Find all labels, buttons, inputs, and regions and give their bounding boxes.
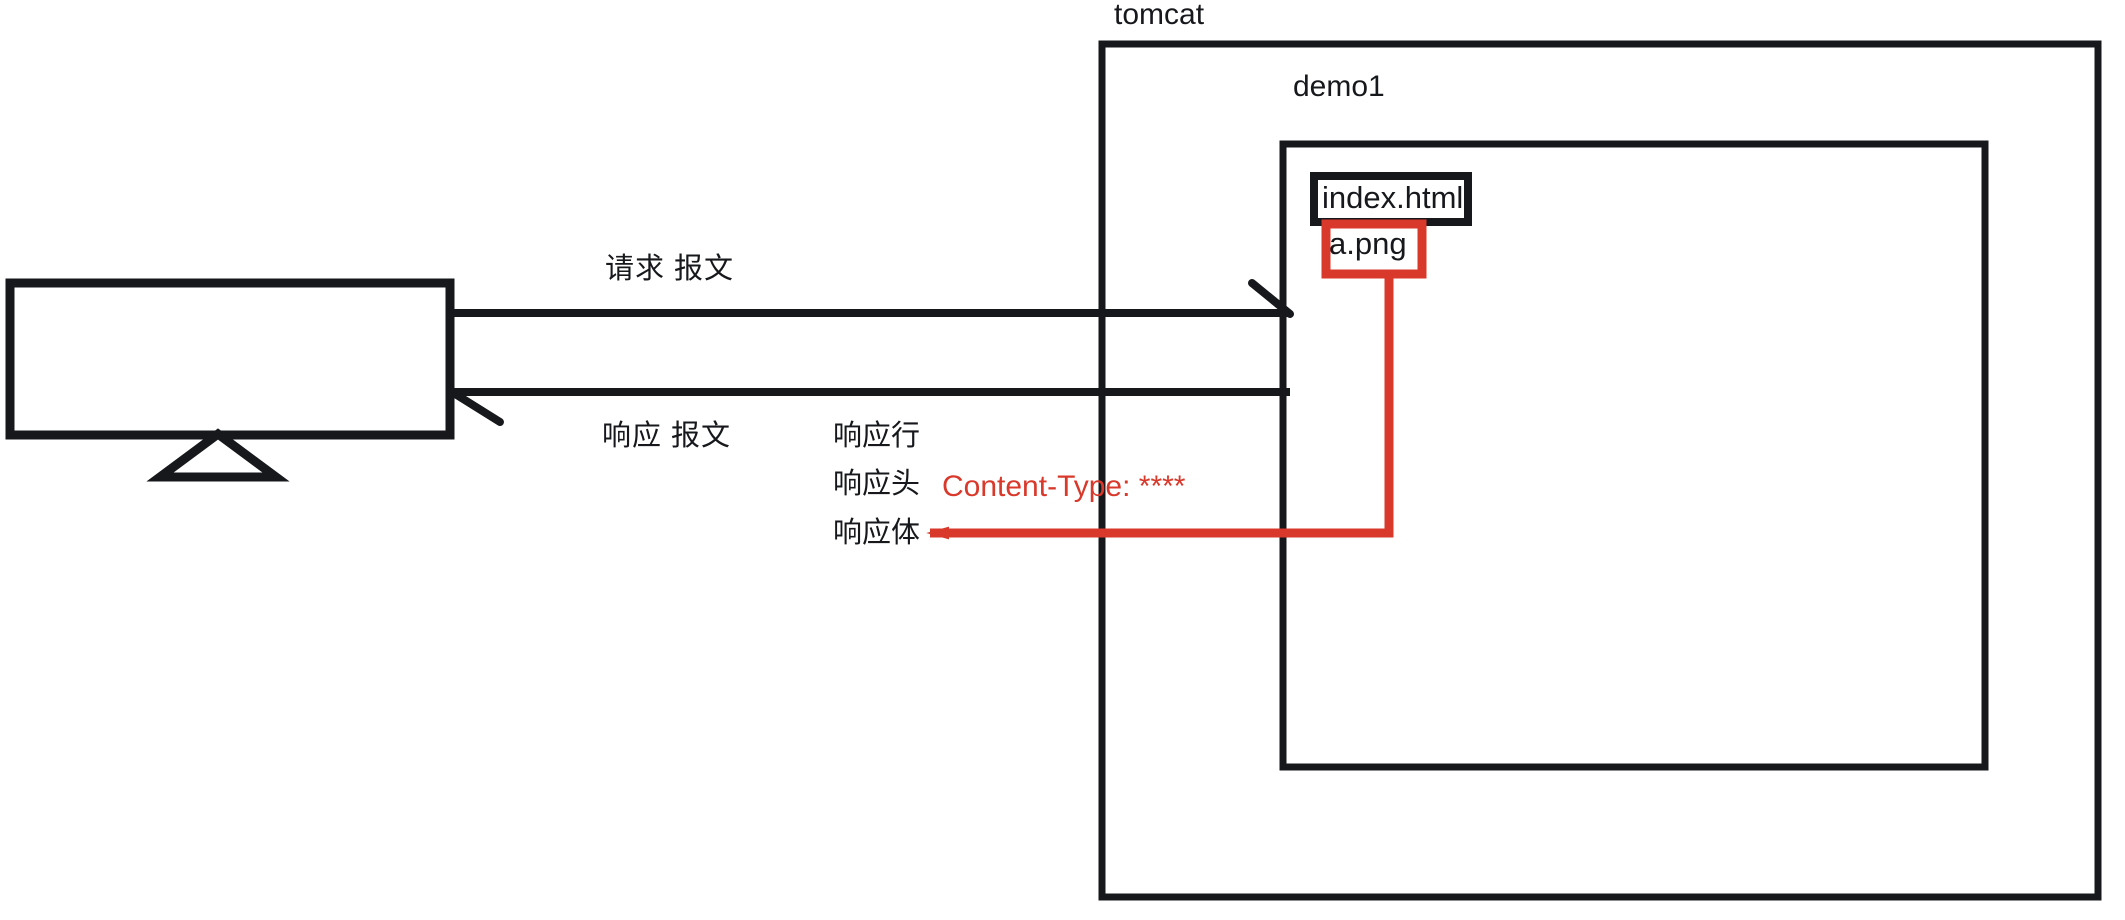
request-arrow-head — [1248, 279, 1294, 318]
client-monitor-screen — [5, 278, 455, 440]
tomcat-container-box — [1098, 40, 2102, 901]
file-label-index-html: index.html — [1322, 180, 1464, 215]
response-header-label: 响应头 — [833, 468, 921, 500]
response-body-label: 响应体 — [833, 517, 921, 549]
tomcat-label: tomcat — [1114, 0, 1205, 31]
client-monitor-stand — [146, 428, 290, 482]
demo1-label: demo1 — [1293, 70, 1385, 103]
response-body-connector — [930, 274, 1394, 538]
file-label-a-png: a.png — [1329, 226, 1407, 261]
response-flow-label: 响应 报文 — [602, 420, 732, 452]
request-flow-label: 请求 报文 — [605, 253, 735, 285]
response-line-label: 响应行 — [833, 420, 921, 452]
response-body-connector-arrowhead — [926, 526, 949, 540]
demo1-container-box — [1279, 140, 1989, 771]
file-box-a-png — [1321, 219, 1427, 279]
response-arrow-head — [448, 388, 504, 426]
content-type-annotation: Content-Type: **** — [942, 470, 1186, 503]
